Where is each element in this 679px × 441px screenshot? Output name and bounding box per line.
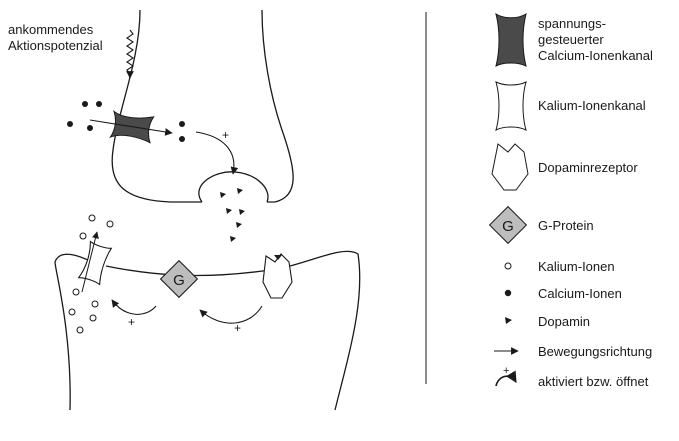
potassium-ion <box>72 288 80 296</box>
calcium-ions-outside <box>67 101 102 131</box>
potassium-ion <box>68 308 76 316</box>
receptor-activates-g-protein-arrow <box>199 305 263 324</box>
calcium-ion <box>82 101 88 107</box>
calcium-ion <box>67 121 73 127</box>
legend-calcium-channel-label: spannungs- gesteuerter Calcium-Ionenkana… <box>538 16 653 63</box>
calcium-ion <box>179 136 185 142</box>
g-protein-activates-channel-arrow <box>111 299 157 315</box>
calcium-ion <box>87 125 93 131</box>
dopamine <box>237 188 243 194</box>
legend-potassium-ion-icon <box>504 262 512 270</box>
dopamine <box>226 208 232 214</box>
dopamine <box>220 192 226 198</box>
dopamine-molecules <box>220 188 245 242</box>
synaptic-vesicle <box>198 171 269 203</box>
legend-calcium-ion-icon <box>504 289 512 297</box>
presynaptic-membrane <box>111 9 294 203</box>
dopamine <box>236 222 242 228</box>
legend-g-protein-letter: G <box>502 218 514 235</box>
legend-potassium-ions-label: Kalium-Ionen <box>538 259 615 274</box>
legend-activates-label: aktiviert bzw. öffnet <box>538 374 649 389</box>
g-protein-letter: G <box>173 272 185 289</box>
action-potential-label-line2: Aktionspotenzial <box>8 38 103 53</box>
legend-dopamine-receptor-icon <box>491 143 529 191</box>
bound-dopamine <box>274 255 282 260</box>
potassium-ion <box>76 326 84 334</box>
legend-dopamine-label: Dopamin <box>538 314 591 329</box>
legend-calcium-channel-icon <box>495 12 527 67</box>
potassium-efflux-arrow <box>81 231 99 293</box>
legend-g-protein-icon <box>488 205 528 245</box>
dopamine <box>230 236 236 242</box>
potassium-ion <box>79 232 87 240</box>
plus-sign: + <box>234 321 241 335</box>
legend-calcium-ions-label: Calcium-Ionen <box>538 286 622 301</box>
legend-potassium-channel-label: Kalium-Ionenkanal <box>538 98 646 113</box>
potassium-ion <box>89 314 97 322</box>
plus-sign: + <box>222 128 229 142</box>
g-protein <box>159 259 199 299</box>
legend-activates-plus: + <box>503 365 509 377</box>
potassium-channel <box>77 240 113 286</box>
dopamine <box>239 209 245 215</box>
action-potential-wave <box>126 29 134 79</box>
legend-g-protein-label: G-Protein <box>538 218 594 233</box>
potassium-ion <box>88 214 96 222</box>
calcium-ion <box>179 121 185 127</box>
potassium-ion <box>91 300 99 308</box>
potassium-ions <box>68 214 114 334</box>
legend-potassium-channel-icon <box>495 81 527 131</box>
action-potential-label: ankommendes Aktionspotenzial <box>8 22 103 54</box>
calcium-activates-vesicle-arrow <box>195 131 239 175</box>
legend-activates-arrow-icon <box>495 370 517 387</box>
legend-dopamine-icon <box>505 317 512 324</box>
potassium-ion <box>106 220 114 228</box>
calcium-ions-inside <box>179 121 185 142</box>
calcium-ion <box>96 101 102 107</box>
plus-sign: + <box>128 315 135 329</box>
action-potential-label-line1: ankommendes <box>8 22 94 37</box>
legend-movement-label: Bewegungsrichtung <box>538 344 653 359</box>
calcium-influx-arrow <box>89 119 173 136</box>
legend-dopamine-receptor-label: Dopaminrezeptor <box>538 160 638 175</box>
dopamine-receptor <box>262 253 293 299</box>
